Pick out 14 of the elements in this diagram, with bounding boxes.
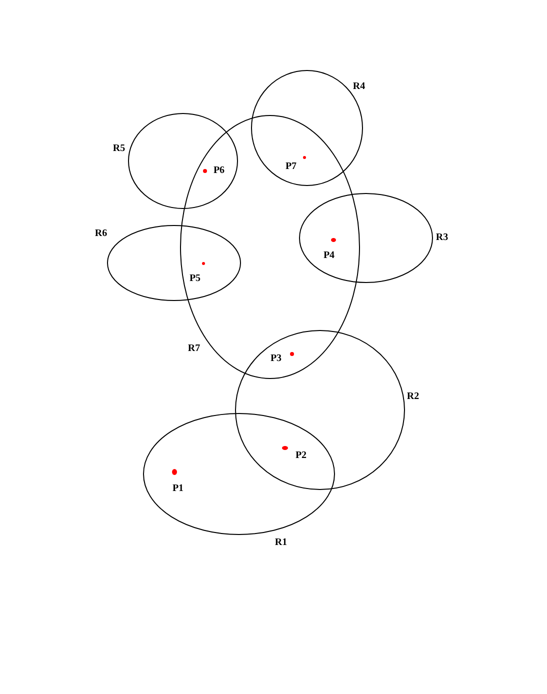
- region-label: R2: [406, 391, 420, 403]
- point-label: P5: [189, 273, 201, 285]
- region-label: R5: [112, 143, 126, 155]
- point-label: P7: [285, 161, 297, 173]
- point-label: P6: [213, 165, 225, 177]
- point-label: P4: [323, 250, 335, 262]
- region-label: R6: [94, 228, 108, 240]
- point-label: P1: [172, 483, 184, 495]
- region-label: R3: [436, 232, 448, 244]
- point-label: P3: [270, 353, 282, 365]
- point-label: P2: [295, 450, 307, 462]
- region-label: R1: [274, 537, 288, 549]
- region-label: R7: [188, 343, 200, 355]
- region-label: R4: [352, 81, 366, 93]
